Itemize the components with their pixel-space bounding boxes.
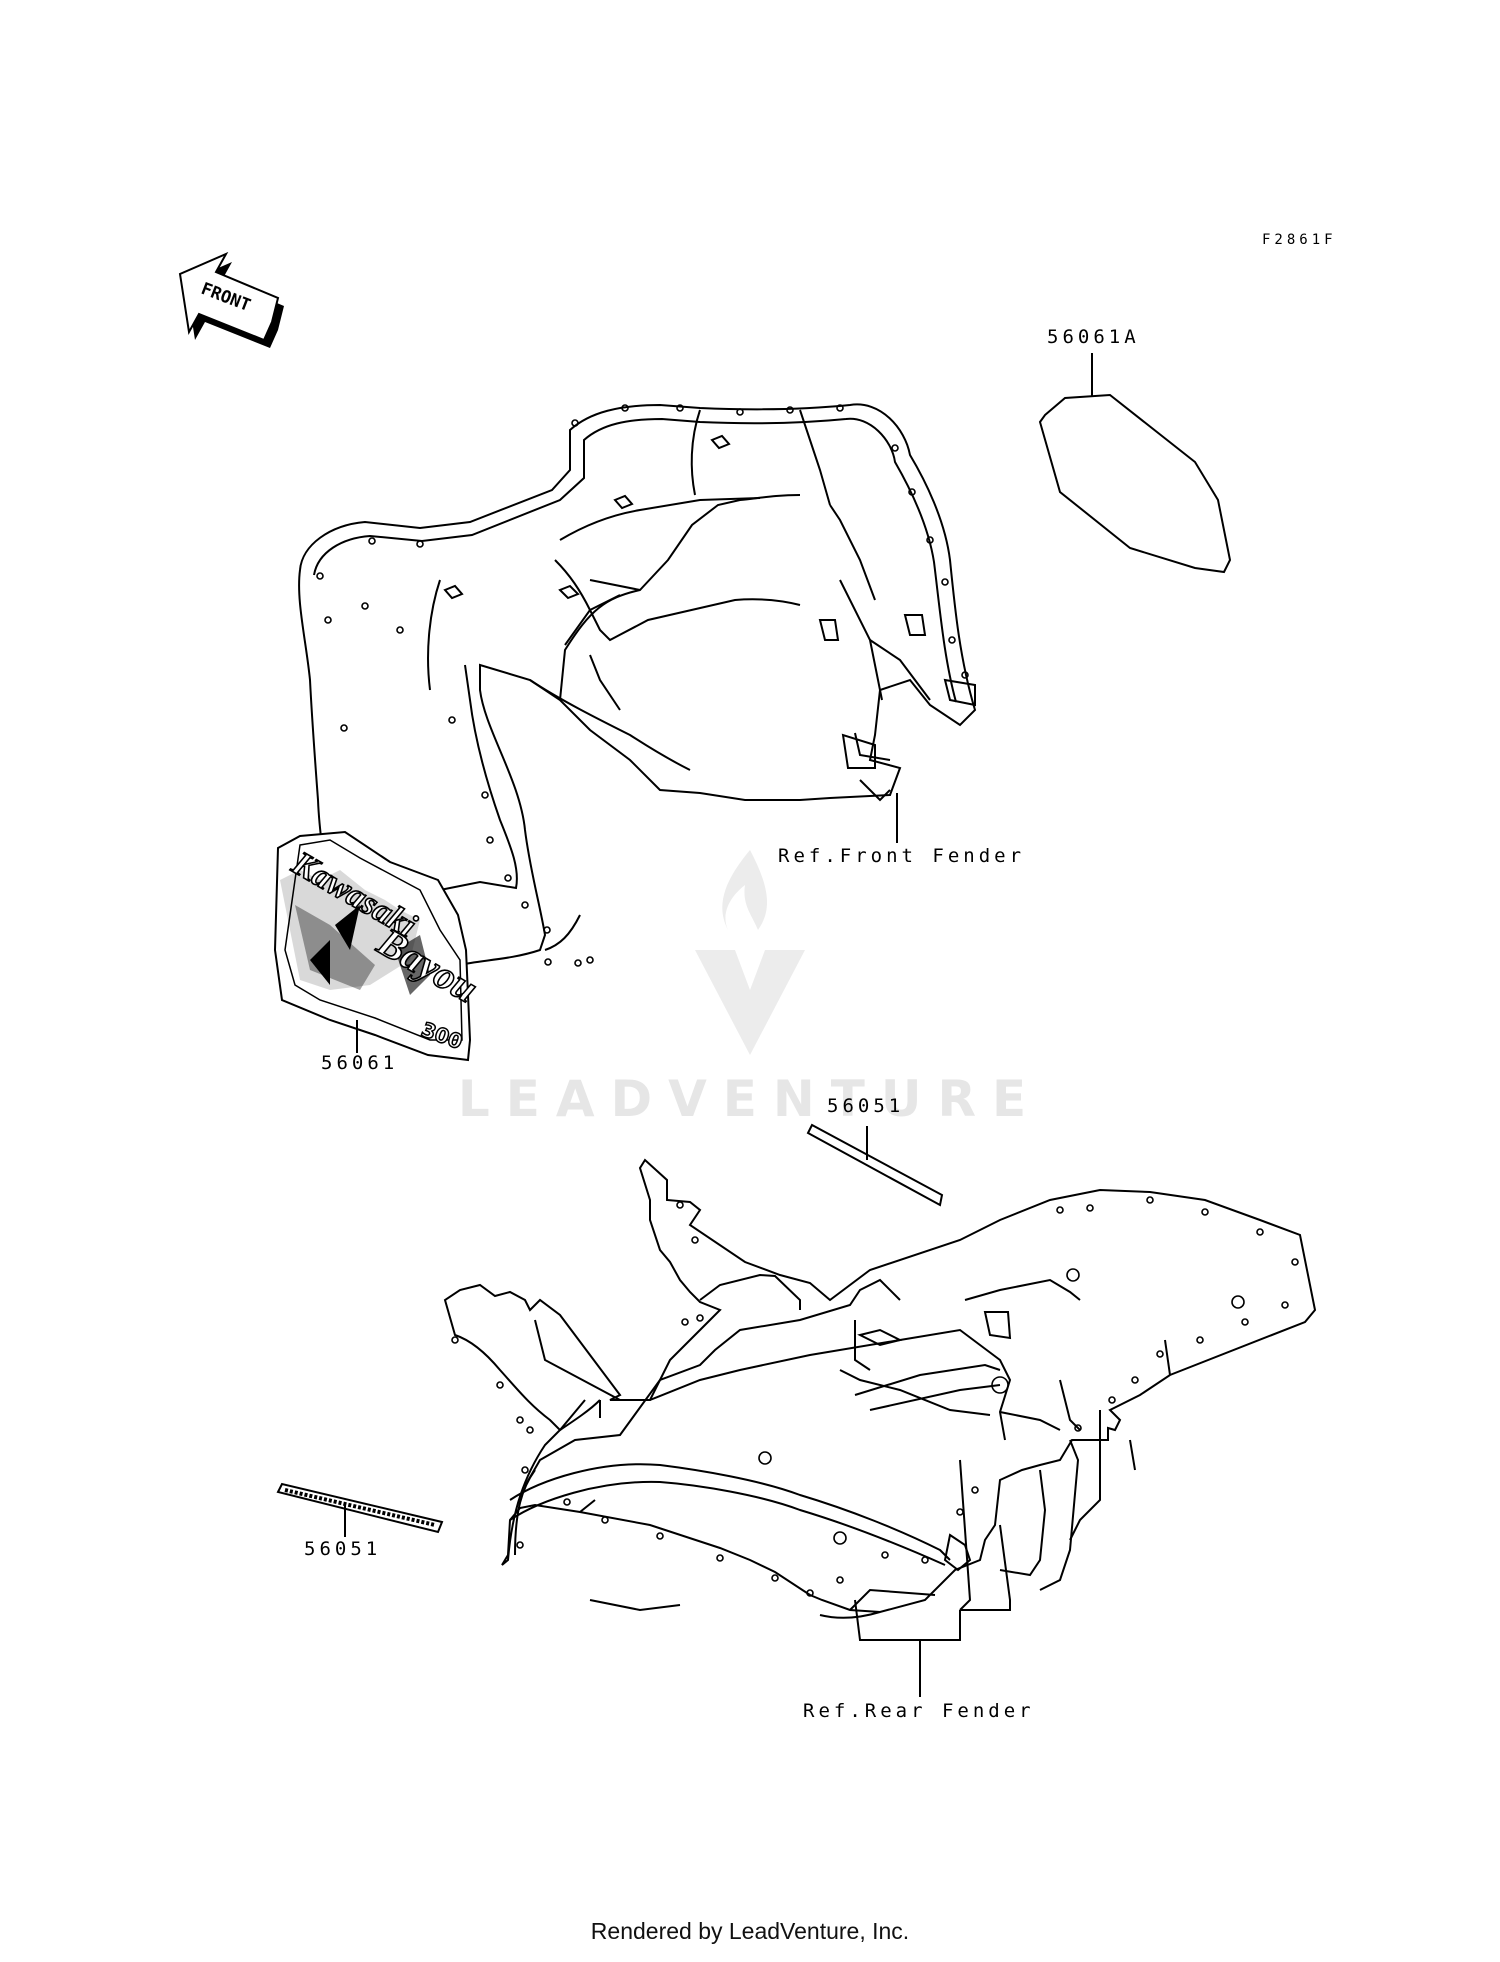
decal-56061-kawasaki-bayou: Kawasaki Bayou 300 [273, 830, 486, 1062]
label-56051-top[interactable]: 56051 [827, 1095, 905, 1117]
rear-fender [443, 1158, 1317, 1641]
label-56061a[interactable]: 56061A [1047, 326, 1140, 348]
front-fender [298, 403, 977, 994]
front-arrow-icon: FRONT [178, 251, 284, 348]
label-56051-left[interactable]: 56051 [304, 1538, 382, 1560]
diagram-code: F2861F [1262, 232, 1337, 248]
label-ref-front-fender[interactable]: Ref.Front Fender [778, 845, 1026, 867]
footer-credit: Rendered by LeadVenture, Inc. [590, 1918, 910, 1944]
stripe-56051-left-shape [276, 1482, 444, 1534]
leadventure-watermark-logo [695, 850, 805, 1055]
stripe-56051-top-shape [806, 1123, 944, 1207]
decal-56061a-shape [1038, 393, 1232, 574]
label-56061[interactable]: 56061 [321, 1052, 399, 1074]
watermark-text: LEADVENTURE [457, 1070, 1043, 1128]
label-ref-rear-fender[interactable]: Ref.Rear Fender [803, 1700, 1035, 1722]
